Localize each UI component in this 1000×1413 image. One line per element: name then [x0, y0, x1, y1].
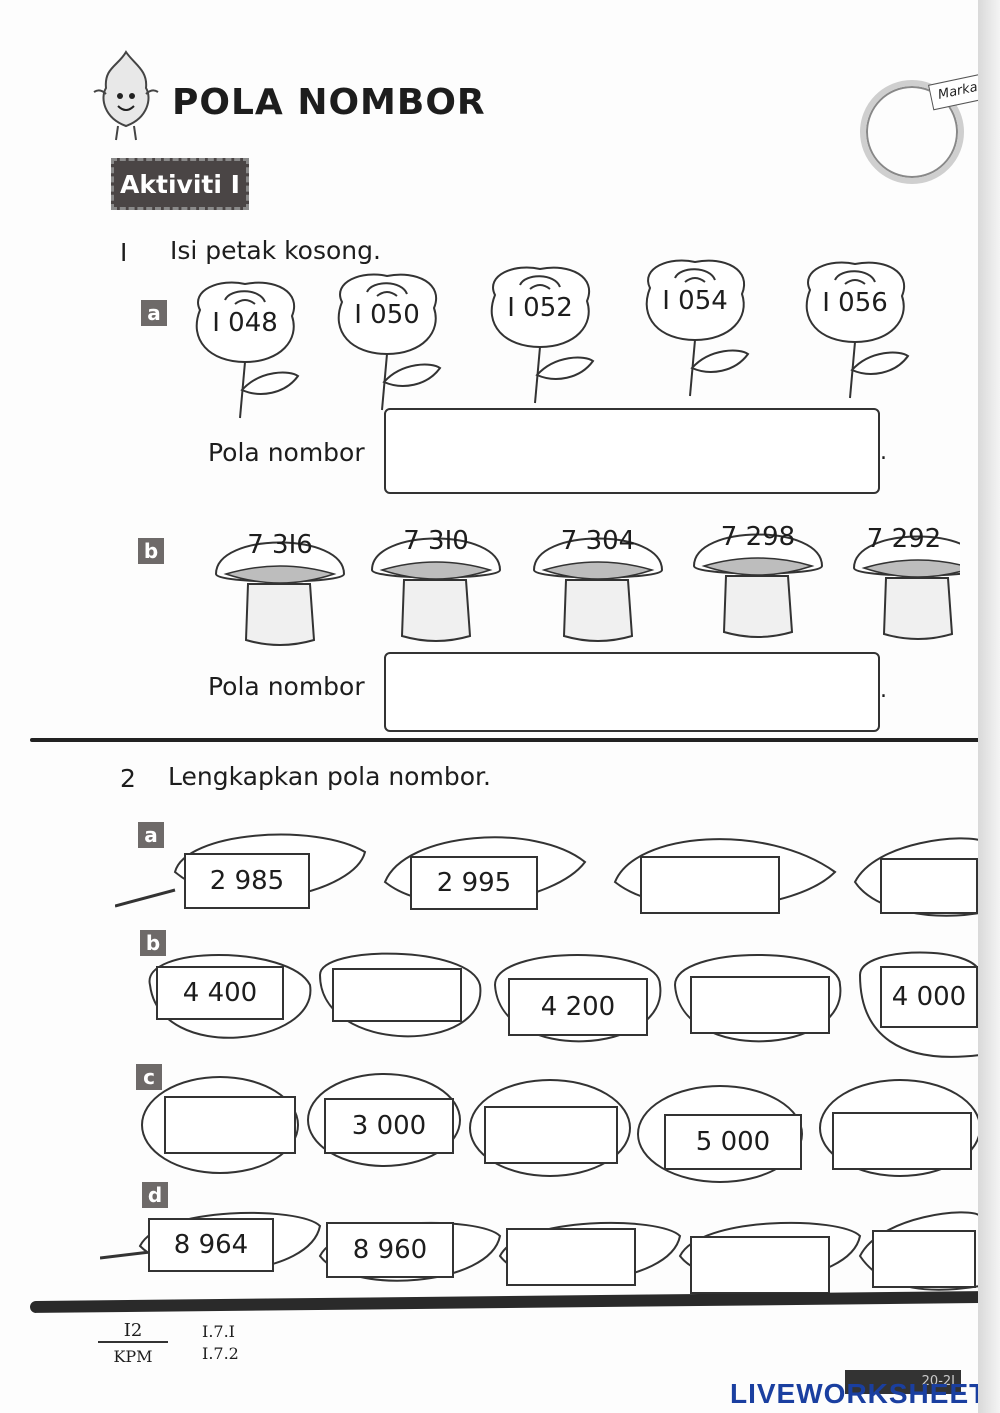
rose-number: I 054 [662, 286, 728, 316]
section-divider [30, 738, 980, 742]
leaf-number-box: 8 960 [326, 1222, 454, 1278]
rose-number: I 048 [212, 308, 278, 338]
mushroom-number: 7 3I6 [247, 530, 313, 560]
pattern-answer-box[interactable] [384, 408, 880, 494]
rose-number: I 050 [354, 300, 420, 330]
leaf-number-box: 2 985 [184, 853, 310, 909]
q1-part-b-label: b [138, 538, 164, 564]
pattern-answer-box[interactable] [384, 652, 880, 732]
mushroom: 7 3I0 [366, 518, 506, 648]
rose-icon [337, 273, 442, 411]
mushroom: 7 298 [688, 514, 828, 644]
leaf-answer-box[interactable] [690, 1236, 830, 1294]
period: . [880, 440, 887, 465]
leaf-answer-box[interactable] [832, 1112, 972, 1170]
corner-page-tab: 20-2I [845, 1370, 961, 1394]
pattern-label: Pola nombor [208, 438, 365, 467]
q2-part-d-label: d [142, 1182, 168, 1208]
leaf-answer-box[interactable] [164, 1096, 296, 1154]
leaf-number-box: 8 964 [148, 1218, 274, 1272]
rose-flower: I 052 [475, 255, 605, 405]
rose-flower: I 050 [322, 262, 452, 412]
leaf-number-box: 2 995 [410, 856, 538, 910]
mushroom-icon [852, 535, 960, 640]
leaf-number-box: 4 200 [508, 978, 648, 1036]
mushroom-icon [214, 541, 346, 646]
standard-code: I.7.I [202, 1322, 235, 1341]
page-title: POLA NOMBOR [172, 82, 486, 123]
q1-part-a-label: a [141, 300, 167, 326]
publisher-label: KPM [113, 1347, 153, 1366]
watermark-logo: LIVEWORKSHEETS [730, 1378, 1000, 1409]
leaf-answer-box[interactable] [506, 1228, 636, 1286]
mushroom-icon [692, 533, 824, 638]
leaf-answer-box[interactable] [332, 968, 462, 1022]
mushroom-number: 7 3I0 [403, 526, 469, 556]
page-number-block: I2 KPM [98, 1320, 168, 1366]
leaf-answer-box[interactable] [872, 1230, 976, 1288]
rose-flower: I 054 [630, 248, 760, 398]
rose-number: I 052 [507, 293, 573, 323]
rose-icon [195, 281, 300, 419]
leaf-answer-box[interactable] [640, 856, 780, 914]
mushroom-number: 7 304 [560, 526, 636, 556]
marks-circle [860, 80, 964, 184]
leaf-number-box: 4 400 [156, 966, 284, 1020]
leaf-answer-box[interactable] [484, 1106, 618, 1164]
rose-number: I 056 [822, 288, 888, 318]
question-2-number: 2 [120, 764, 136, 793]
leaf-number-box: 3 000 [324, 1098, 454, 1154]
mushroom-number: 7 292 [866, 524, 942, 554]
rose-icon [805, 261, 910, 399]
page-edge-shadow [978, 0, 1000, 1413]
leaf-number-box: 5 000 [664, 1114, 802, 1170]
leaf-answer-box[interactable] [690, 976, 830, 1034]
mushroom-icon [532, 537, 664, 642]
pattern-label: Pola nombor [208, 672, 365, 701]
rose-flower: I 056 [790, 250, 920, 400]
period: . [880, 678, 887, 703]
leaf-number-box: 4 000 [880, 966, 978, 1028]
mushroom: 7 304 [528, 518, 668, 648]
activity-badge: Aktiviti I [111, 158, 249, 210]
mushroom-icon [370, 537, 502, 642]
mascot-icon [93, 50, 159, 141]
q2-part-c-label: c [136, 1064, 162, 1090]
page-number: I2 [98, 1320, 168, 1343]
q2-part-a-label: a [138, 822, 164, 848]
rose-flower: I 048 [180, 270, 310, 420]
leaf-answer-box[interactable] [880, 858, 978, 914]
question-2-text: Lengkapkan pola nombor. [168, 762, 491, 791]
rose-icon [490, 266, 595, 404]
question-1-number: I [120, 238, 128, 267]
q2-part-b-label: b [140, 930, 166, 956]
mushroom: 7 292 [848, 516, 960, 646]
standard-code: I.7.2 [202, 1344, 239, 1363]
mushroom-number: 7 298 [720, 522, 796, 552]
rose-icon [645, 259, 750, 397]
mushroom: 7 3I6 [210, 522, 350, 652]
question-1-text: Isi petak kosong. [170, 236, 381, 265]
